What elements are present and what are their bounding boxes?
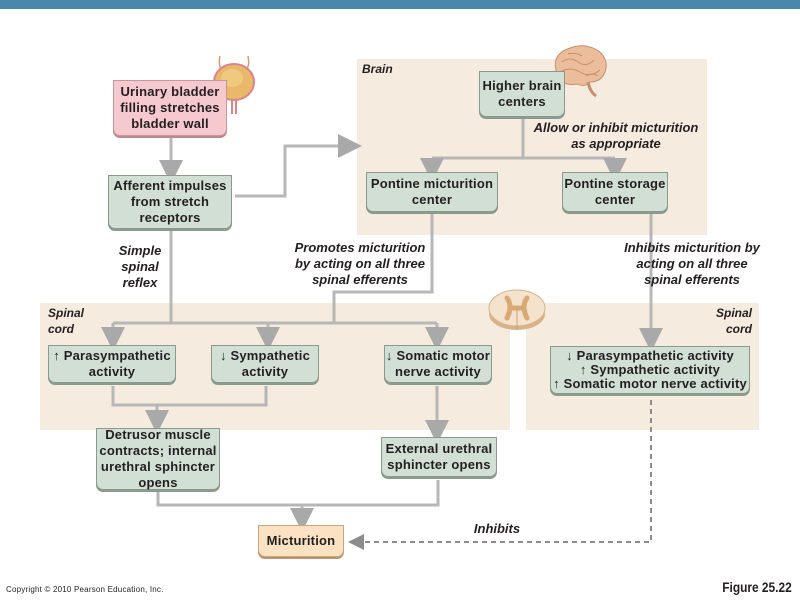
afferent-impulses-box: Afferent impulses from stretch receptors bbox=[108, 175, 232, 229]
storage-effects-box: ↓ Parasympathetic activity ↑ Sympathetic… bbox=[550, 346, 750, 394]
spinal-cord-label-right: Spinal cord bbox=[715, 306, 752, 336]
down-arrow-icon: ↓ bbox=[219, 348, 227, 363]
inhibits-label: Inhibits bbox=[473, 521, 521, 536]
higher-brain-centers-text: Higher brain centers bbox=[482, 78, 562, 109]
sympathetic-decrease-text: Sympathetic activity bbox=[230, 348, 311, 379]
inhibits-efferents-label: Inhibits micturition by acting on all th… bbox=[624, 240, 760, 287]
micturition-box: Micturition bbox=[258, 525, 344, 557]
bladder-filling-box: Urinary bladder filling stretches bladde… bbox=[113, 80, 227, 136]
sympathetic-decrease-box: ↓ Sympathetic activity bbox=[211, 345, 319, 383]
allow-inhibit-label: Allow or inhibit micturition as appropri… bbox=[533, 120, 699, 151]
storage-effect-text: Somatic motor nerve activity bbox=[563, 376, 747, 391]
figure-number: Figure 25.22 bbox=[722, 579, 792, 595]
brain-region-label: Brain bbox=[362, 62, 393, 76]
somatic-motor-decrease-box: ↓ Somatic motor nerve activity bbox=[384, 345, 492, 383]
storage-effect-line: ↓ Parasympathetic activity bbox=[566, 349, 734, 363]
storage-effect-text: Sympathetic activity bbox=[590, 362, 721, 377]
pontine-storage-center-box: Pontine storage center bbox=[562, 172, 668, 212]
simple-reflex-label: Simple spinal reflex bbox=[118, 243, 162, 290]
promotes-micturition-label: Promotes micturition by acting on all th… bbox=[294, 240, 426, 287]
storage-effect-line: ↑ Sympathetic activity bbox=[580, 363, 720, 377]
detrusor-contracts-text: Detrusor muscle contracts; internal uret… bbox=[99, 427, 217, 490]
copyright-text: Copyright © 2010 Pearson Education, Inc. bbox=[6, 585, 164, 594]
up-arrow-icon: ↑ bbox=[553, 376, 560, 391]
pontine-micturition-center-box: Pontine micturition center bbox=[366, 172, 498, 212]
afferent-impulses-text: Afferent impulses from stretch receptors bbox=[113, 178, 227, 225]
parasympathetic-increase-box: ↑ Parasympathetic activity bbox=[48, 345, 176, 383]
storage-effect-text: Parasympathetic activity bbox=[576, 348, 734, 363]
line-afferent-brain bbox=[235, 134, 362, 198]
spinal-cord-label-left: Spinal cord bbox=[48, 306, 85, 336]
micturition-text: Micturition bbox=[266, 533, 336, 548]
external-sphincter-text: External urethral sphincter opens bbox=[385, 441, 493, 472]
somatic-motor-decrease-content: ↓ Somatic motor nerve activity bbox=[385, 348, 491, 380]
up-arrow-icon: ↑ bbox=[53, 348, 60, 363]
spinal-cord-illustration bbox=[488, 289, 546, 330]
down-arrow-icon: ↓ bbox=[566, 348, 573, 363]
higher-brain-centers-box: Higher brain centers bbox=[479, 71, 565, 117]
external-sphincter-box: External urethral sphincter opens bbox=[381, 437, 497, 477]
detrusor-contracts-box: Detrusor muscle contracts; internal uret… bbox=[96, 427, 220, 490]
header-bar bbox=[0, 0, 800, 9]
brain-illustration bbox=[554, 45, 607, 98]
storage-effect-line: ↑ Somatic motor nerve activity bbox=[553, 377, 747, 391]
sympathetic-decrease-content: ↓ Sympathetic activity bbox=[212, 348, 318, 380]
bladder-filling-text: Urinary bladder filling stretches bladde… bbox=[120, 84, 220, 131]
up-arrow-icon: ↑ bbox=[579, 362, 587, 377]
parasympathetic-increase-text: Parasympathetic activity bbox=[63, 348, 171, 379]
down-arrow-icon: ↓ bbox=[385, 348, 393, 363]
parasympathetic-increase-content: ↑ Parasympathetic activity bbox=[49, 348, 175, 380]
pontine-micturition-center-text: Pontine micturition center bbox=[370, 176, 494, 207]
somatic-motor-decrease-text: Somatic motor nerve activity bbox=[395, 348, 491, 379]
pontine-storage-center-text: Pontine storage center bbox=[564, 176, 666, 207]
